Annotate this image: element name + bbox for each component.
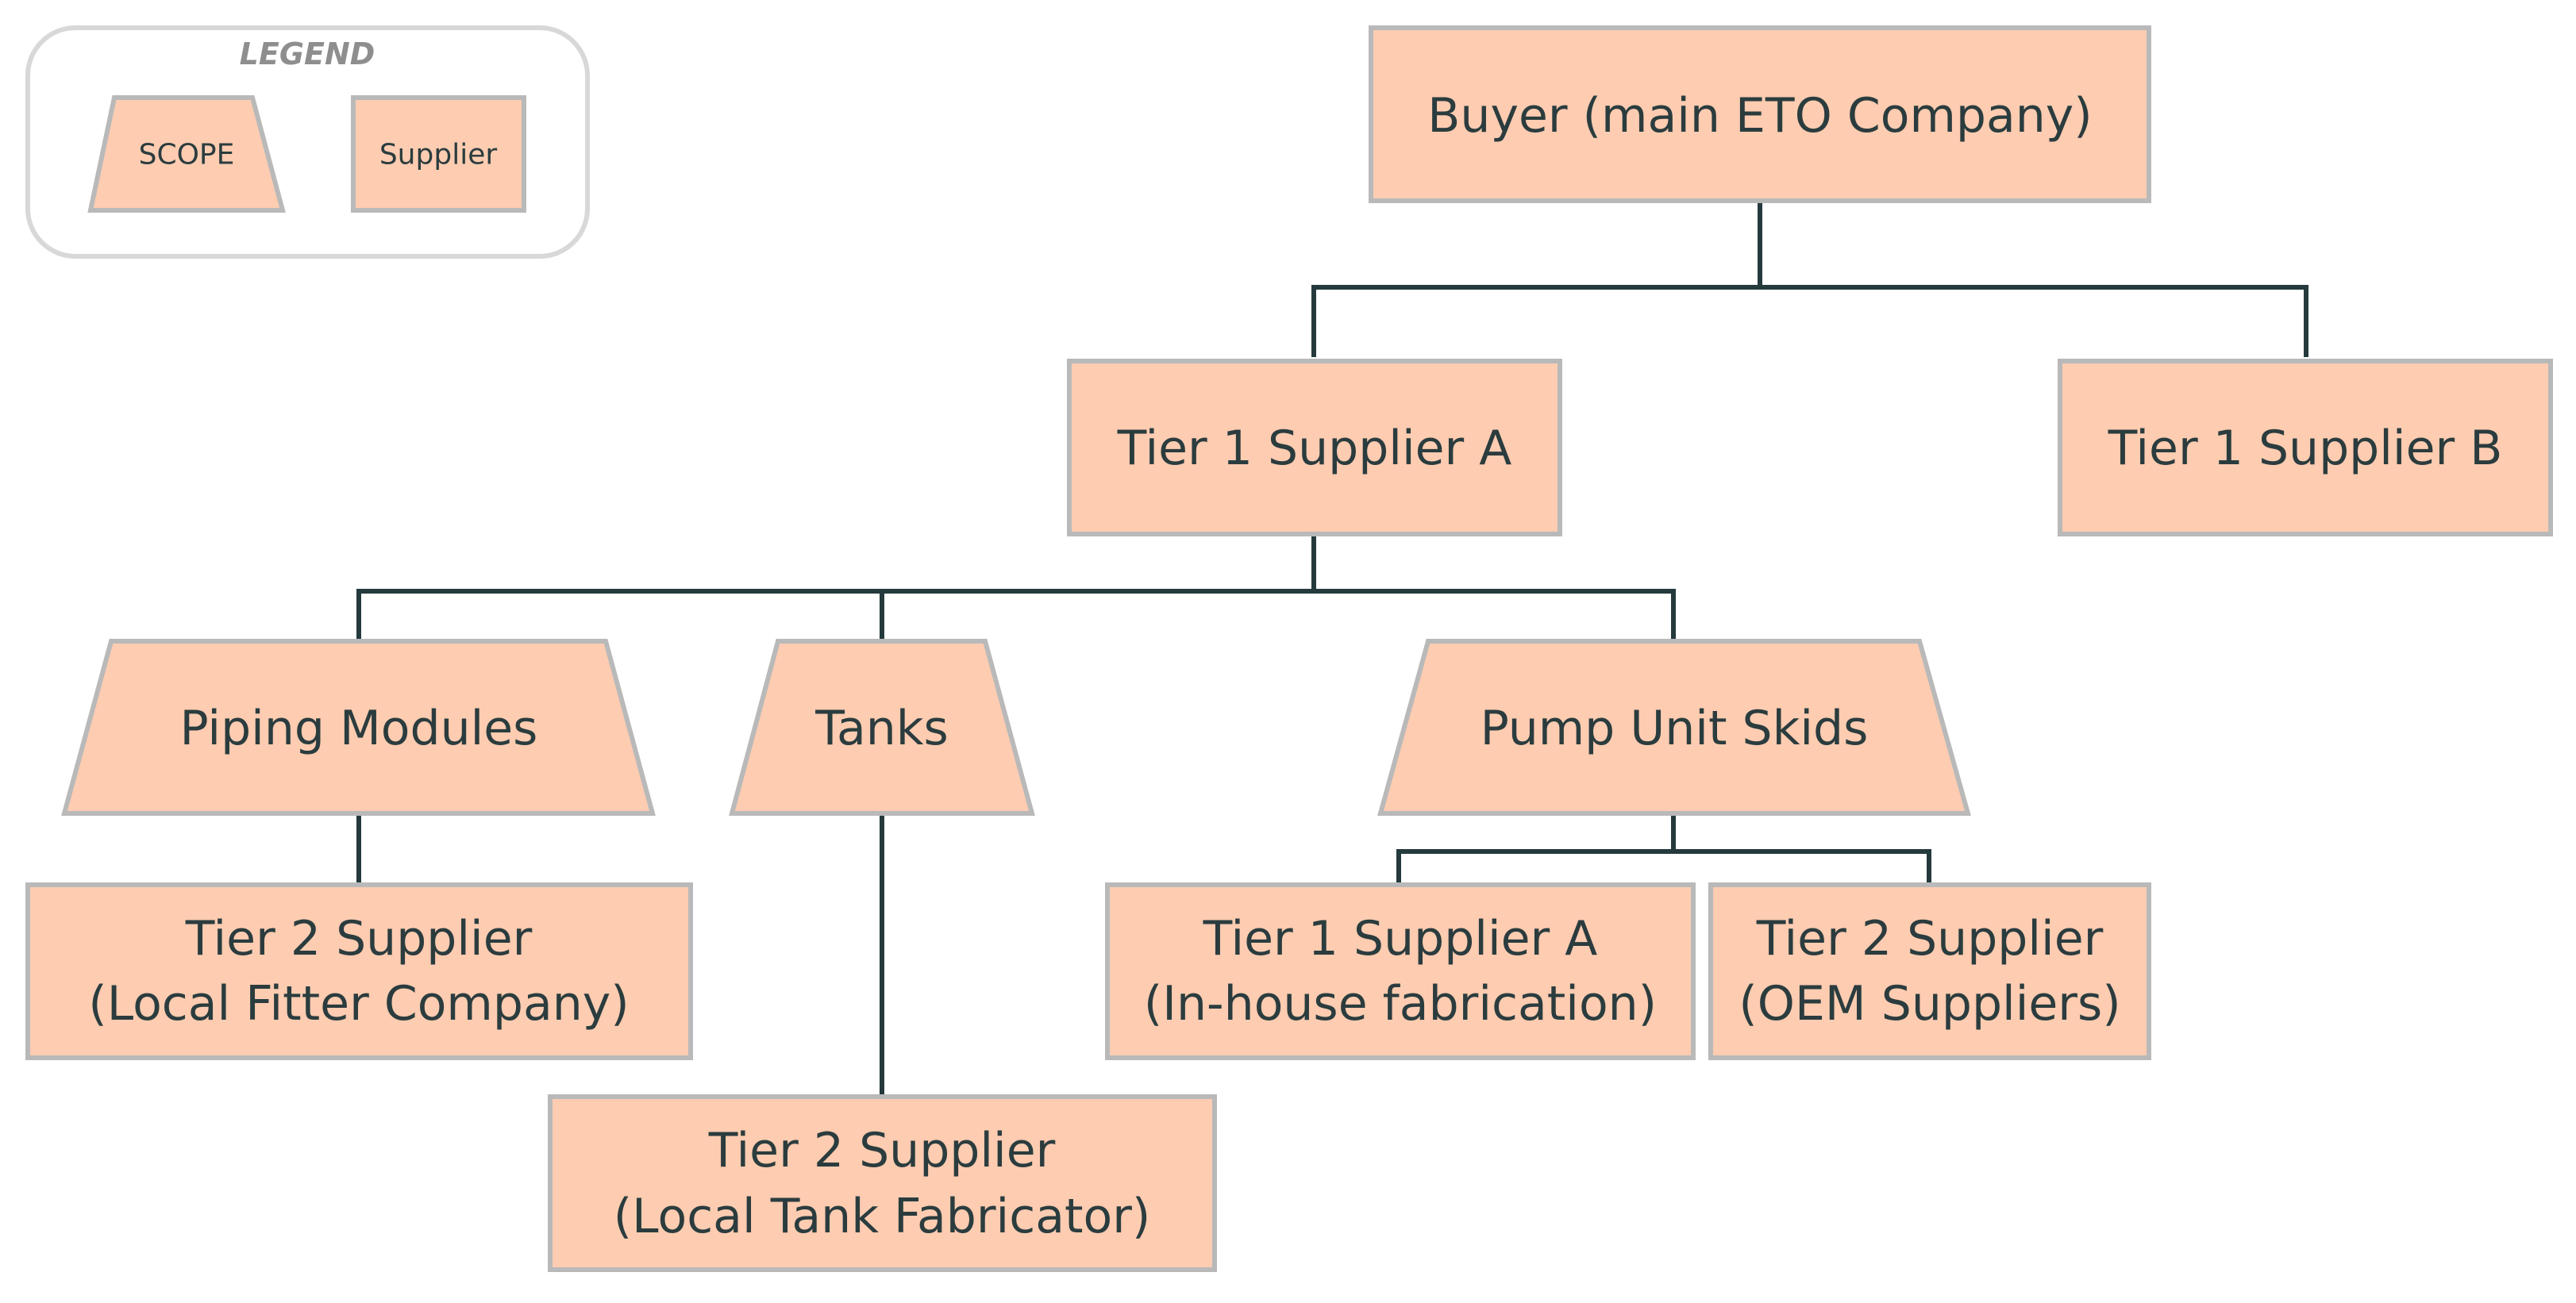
- legend-title: LEGEND: [240, 37, 375, 71]
- legend-supplier-label: Supplier: [379, 139, 498, 171]
- scope-piping-modules: Piping Modules: [61, 639, 656, 816]
- buyer-box: [1369, 25, 2151, 203]
- scope-tanks: Tanks: [729, 639, 1035, 816]
- tankfab-label-line1: Tier 2 Supplier: [708, 1123, 1056, 1178]
- piping-shape: [61, 639, 656, 816]
- tier1b-label: Tier 1 Supplier B: [2108, 421, 2503, 476]
- piping-label: Piping Modules: [180, 701, 538, 756]
- legend-scope-label: SCOPE: [139, 139, 235, 171]
- oem-label-line1: Tier 2 Supplier: [1756, 911, 2104, 967]
- scope-pump-unit-skids: Pump Unit Skids: [1377, 639, 1971, 816]
- fitter-label-line1: Tier 2 Supplier: [185, 911, 533, 967]
- node-buyer: Buyer (main ETO Company): [1369, 25, 2151, 203]
- connectors: [356, 201, 2308, 1095]
- fitter-label-line2: (Local Fitter Company): [88, 976, 629, 1032]
- tankfab-label-line2: (Local Tank Fabricator): [614, 1189, 1151, 1244]
- edge-pump-to-suppliers: [1396, 813, 1931, 882]
- legend-supplier-shape: [351, 95, 526, 213]
- node-tier1-supplier-b: Tier 1 Supplier B: [2058, 359, 2553, 536]
- tier1a-label: Tier 1 Supplier A: [1117, 421, 1512, 476]
- inhouse-box: [1105, 882, 1696, 1060]
- inhouse-label-line1: Tier 1 Supplier A: [1203, 911, 1598, 967]
- tier1b-box: [2058, 359, 2553, 536]
- tier1a-box: [1067, 359, 1562, 536]
- tanks-label: Tanks: [814, 701, 949, 756]
- oem-box: [1708, 882, 2151, 1060]
- pump-label: Pump Unit Skids: [1481, 701, 1869, 756]
- pump-shape: [1377, 639, 1971, 816]
- legend-scope-shape: [87, 95, 286, 213]
- oem-label-line2: (OEM Suppliers): [1739, 976, 2120, 1032]
- node-local-fitter: Tier 2 Supplier (Local Fitter Company): [25, 882, 693, 1060]
- tankfab-box: [548, 1094, 1217, 1272]
- fitter-box: [25, 882, 693, 1060]
- node-local-tank-fabricator: Tier 2 Supplier (Local Tank Fabricator): [548, 1094, 1217, 1272]
- node-in-house-fabrication: Tier 1 Supplier A (In-house fabrication): [1105, 882, 1696, 1060]
- node-oem-suppliers: Tier 2 Supplier (OEM Suppliers): [1708, 882, 2151, 1060]
- node-tier1-supplier-a: Tier 1 Supplier A: [1067, 359, 1562, 536]
- tanks-shape: [729, 639, 1035, 816]
- buyer-label: Buyer (main ETO Company): [1427, 88, 2092, 144]
- legend: LEGEND SCOPE Supplier: [25, 25, 590, 259]
- edge-tier1a-to-scopes: [356, 534, 1676, 641]
- inhouse-label-line2: (In-house fabrication): [1144, 976, 1657, 1032]
- edge-buyer-to-tier1: [1311, 201, 2308, 357]
